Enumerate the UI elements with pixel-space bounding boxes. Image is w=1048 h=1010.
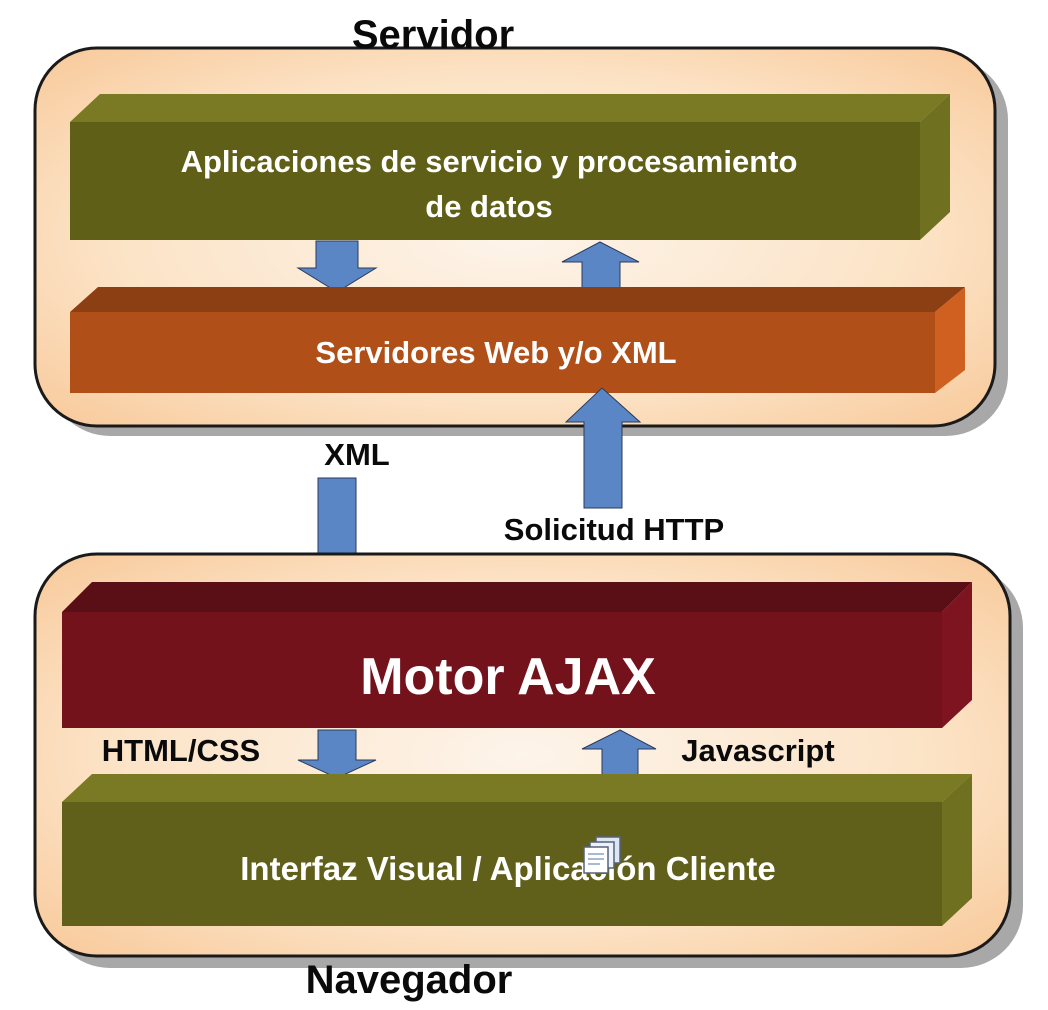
web-layer-top: [70, 287, 965, 312]
arrow-down-app-to-web: [296, 240, 378, 293]
javascript-label: Javascript: [681, 733, 834, 768]
app-layer-side: [920, 94, 950, 240]
arrow-down-html-css: [297, 729, 377, 779]
ui-layer-top: [62, 774, 972, 802]
web-layer-front: [70, 312, 935, 393]
server-web-layer: Servidores Web y/o XML: [70, 287, 965, 393]
server-app-layer: Aplicaciones de servicio y procesamiento…: [70, 94, 950, 240]
ui-layer-label: Interfaz Visual / Aplicación Cliente: [240, 850, 775, 887]
document-stack-icon: [583, 836, 621, 874]
xml-label: XML: [324, 437, 389, 472]
browser-ui-layer: Interfaz Visual / Aplicación Cliente: [62, 774, 972, 926]
engine-label: Motor AJAX: [360, 648, 656, 706]
arrow-up-http-request: [564, 387, 642, 509]
browser-title: Navegador: [306, 958, 513, 1002]
ui-layer-front: [62, 802, 942, 926]
web-layer-side: [935, 287, 965, 393]
html-css-label: HTML/CSS: [102, 733, 260, 768]
engine-side: [942, 582, 972, 728]
app-layer-front: [70, 122, 920, 240]
server-title: Servidor: [352, 13, 514, 57]
ajax-engine-layer: Motor AJAX: [62, 582, 972, 728]
app-layer-label-line1: Aplicaciones de servicio y procesamiento: [181, 144, 798, 179]
http-request-label: Solicitud HTTP: [504, 512, 724, 547]
engine-top: [62, 582, 972, 612]
app-layer-top: [70, 94, 950, 122]
engine-front: [62, 612, 942, 728]
web-layer-label: Servidores Web y/o XML: [315, 335, 676, 370]
app-layer-label-line2: de datos: [425, 189, 552, 224]
ui-layer-side: [942, 774, 972, 926]
